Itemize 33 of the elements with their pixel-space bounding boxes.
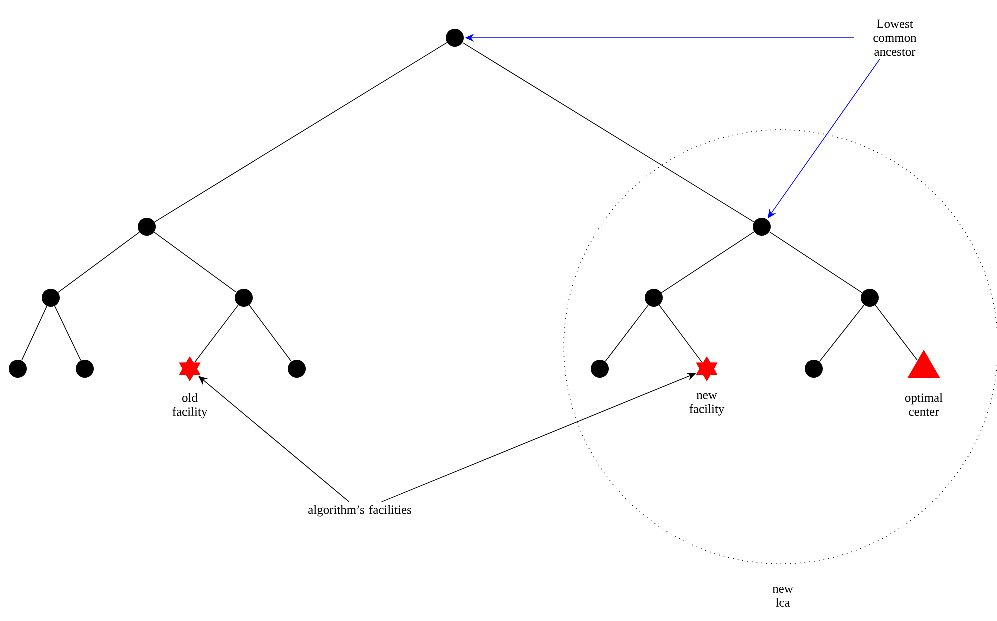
tree-edge xyxy=(605,304,649,362)
node-caption: new facility xyxy=(690,393,725,416)
tree-edge xyxy=(22,306,48,362)
tree-node xyxy=(591,360,609,378)
tree-edge xyxy=(661,232,755,294)
text-label: Lowest common ancestor xyxy=(874,20,917,56)
tree-edge xyxy=(875,304,918,362)
tree-node xyxy=(235,289,253,307)
text-label: algorithm’s facilities xyxy=(308,505,412,517)
tree-node xyxy=(753,218,771,236)
tree-node xyxy=(9,360,27,378)
tree-node xyxy=(446,29,464,47)
node-caption: optimal center xyxy=(905,393,943,416)
tree-edge xyxy=(769,232,863,294)
tree-edge xyxy=(194,304,239,363)
node-caption: old facility xyxy=(172,393,208,419)
tree-edge xyxy=(659,304,703,363)
tree-node xyxy=(861,289,879,307)
tree-edge xyxy=(154,42,448,223)
tree-node xyxy=(138,218,156,236)
tree-edge xyxy=(54,306,82,362)
tree-node xyxy=(805,360,823,378)
tree-edge xyxy=(58,232,140,293)
tree-edge xyxy=(462,42,755,223)
tree-node xyxy=(645,289,663,307)
arrow xyxy=(198,376,350,502)
circle-label: new lca xyxy=(772,587,794,607)
tree-edge xyxy=(819,304,865,362)
tree-edge xyxy=(249,304,292,362)
tree-edge xyxy=(154,232,237,293)
tree-node xyxy=(76,360,94,378)
tree-node xyxy=(42,289,60,307)
tree-node xyxy=(288,360,306,378)
